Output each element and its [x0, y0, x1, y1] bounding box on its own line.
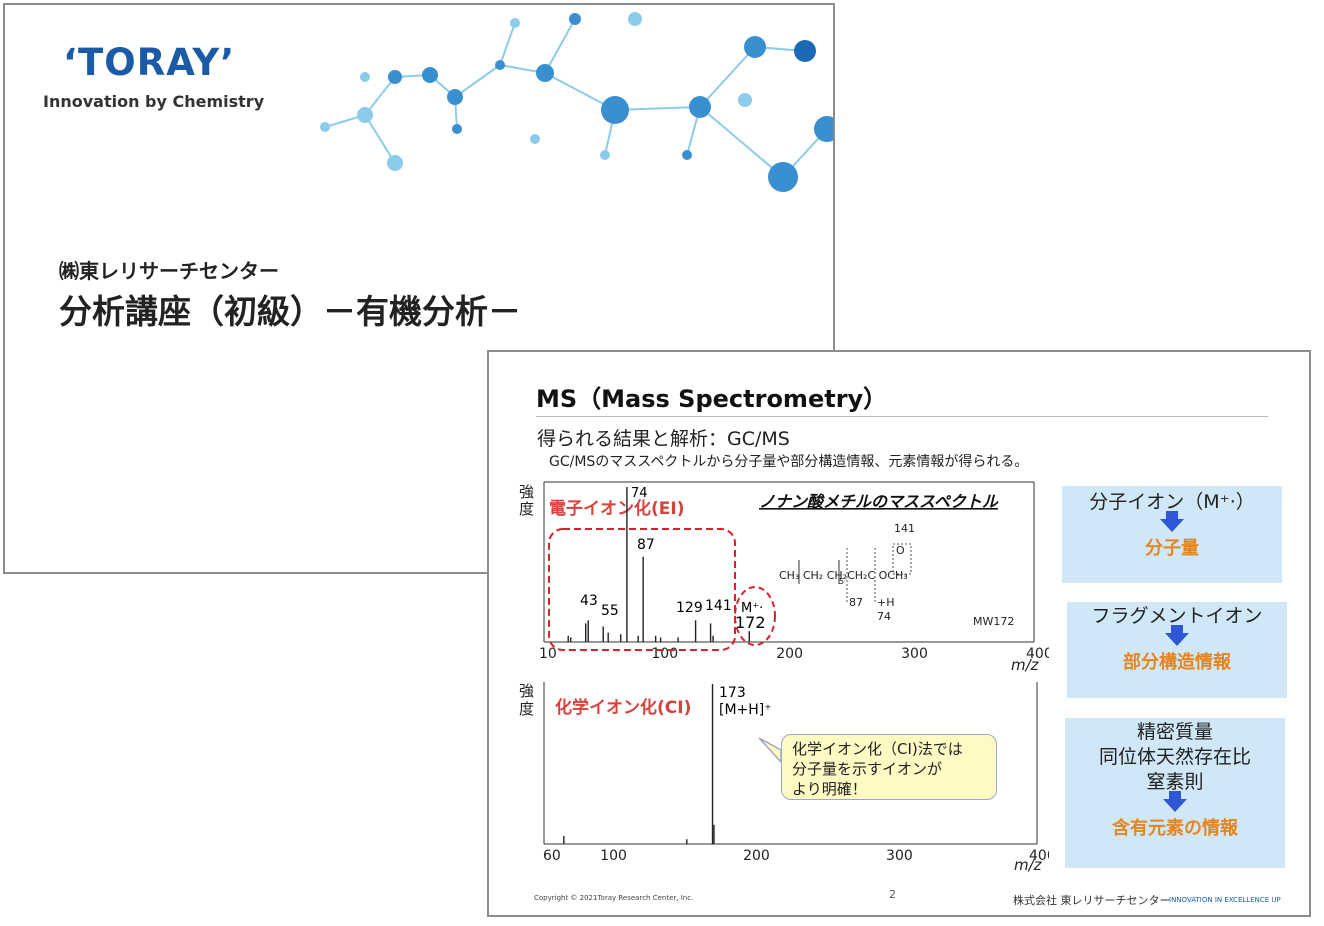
company-name: ㈱東レリサーチセンター — [59, 259, 279, 283]
molecular-ion-label: M⁺· — [741, 601, 763, 616]
down-arrow-icon — [1160, 511, 1184, 532]
ei-compound-title: ノナン酸メチルのマススペクトル — [759, 492, 999, 511]
down-arrow-icon — [1163, 791, 1187, 812]
spectra-chart: 強 度 電子イオン化(EI) ノナン酸メチルのマススペクトル 10 100 200 3… — [519, 481, 1049, 874]
peak-label-43: 43 — [580, 593, 598, 609]
x-tick-label: 400 — [1029, 848, 1049, 864]
description: GC/MSのマススペクトルから分子量や部分構造情報、元素情報が得られる。 — [549, 454, 1029, 470]
ci-y-label-1: 強 — [519, 682, 534, 700]
peak-label-141: 141 — [705, 598, 732, 614]
toray-logo: ‘TORAY’ — [63, 41, 236, 84]
x-tick-label: 10 — [539, 646, 557, 662]
fragment-highlight — [548, 528, 736, 651]
nonanoate-structure: CH₃ CH₂ CH₂CH₂C OCH₃ 5 O 141 87 +H 74 — [779, 522, 915, 623]
down-arrow-icon — [1165, 625, 1189, 646]
svg-text:O: O — [896, 544, 905, 557]
ei-tick-labels: 10 100 200 300 400 — [539, 646, 1049, 662]
peak-label-55: 55 — [601, 603, 619, 619]
peak-label-172: 172 — [735, 613, 766, 632]
peak-label-87: 87 — [637, 537, 655, 553]
ei-y-label-1: 強 — [519, 483, 534, 501]
x-tick-label: 100 — [600, 848, 627, 864]
footer-logo: INNOVATION IN EXCELLENCE UP — [1169, 896, 1281, 904]
x-tick-label: 200 — [776, 646, 803, 662]
x-tick-label: 100 — [651, 646, 678, 662]
x-tick-label: 300 — [886, 848, 913, 864]
ci-label: 化学イオン化(CI) — [555, 697, 691, 718]
peak-label-74: 74 — [631, 486, 648, 501]
ei-x-label: m/z — [1011, 656, 1040, 674]
ms-slide: MS（Mass Spectrometry） 得られる結果と解析：GC/MS GC… — [487, 350, 1311, 917]
ci-tick-labels: 60 100 200 300 400 — [543, 848, 1049, 864]
svg-text:141: 141 — [894, 522, 915, 535]
ei-label: 電子イオン化(EI) — [549, 498, 684, 519]
peak-label-129: 129 — [676, 600, 703, 616]
svg-text:5: 5 — [839, 577, 844, 586]
ci-x-label: m/z — [1014, 856, 1043, 874]
ci-y-label-2: 度 — [519, 700, 534, 718]
footer-company: 株式会社 東レリサーチセンター — [1013, 894, 1171, 907]
ci-peak-label: 173 — [719, 685, 746, 701]
svg-text:+H: +H — [877, 596, 895, 609]
element-info-box: 精密質量 同位体天然存在比 窒素則 含有元素の情報 — [1065, 718, 1285, 868]
ei-peaks — [567, 487, 750, 642]
slide-title: MS（Mass Spectrometry） — [536, 385, 888, 413]
copyright: Copyright © 2021Toray Research Center, I… — [534, 894, 694, 902]
logo-tagline: Innovation by Chemistry — [43, 92, 265, 111]
x-tick-label: 60 — [543, 848, 561, 864]
ei-y-label-2: 度 — [519, 500, 534, 518]
ci-peak-ion: [M+H]⁺ — [719, 702, 772, 718]
x-tick-label: 400 — [1026, 646, 1049, 662]
x-tick-label: 200 — [743, 848, 770, 864]
molecular-ion-highlight — [734, 586, 776, 646]
title-slide: ‘TORAY’ Innovation by Chemistry ㈱東レリサーチセ… — [3, 3, 835, 574]
course-title: 分析講座（初級）－有機分析－ — [59, 292, 521, 331]
page-number: 2 — [889, 888, 896, 901]
callout-pointer — [758, 737, 782, 764]
ci-peaks — [563, 684, 715, 844]
molecule-network-icon — [320, 12, 833, 192]
svg-text:74: 74 — [877, 610, 891, 623]
ci-callout: 化学イオン化（CI)法では 分子量を示すイオンが より明確！ — [781, 734, 997, 800]
subheading: 得られる結果と解析：GC/MS — [537, 428, 790, 450]
x-tick-label: 300 — [901, 646, 928, 662]
fragment-ion-box: フラグメントイオン 部分構造情報 — [1067, 602, 1287, 698]
molecular-weight: MW172 — [973, 615, 1014, 628]
title-divider — [536, 416, 1268, 417]
molecular-ion-box: 分子イオン（M⁺·） 分子量 — [1062, 486, 1282, 583]
svg-text:87: 87 — [849, 596, 863, 609]
